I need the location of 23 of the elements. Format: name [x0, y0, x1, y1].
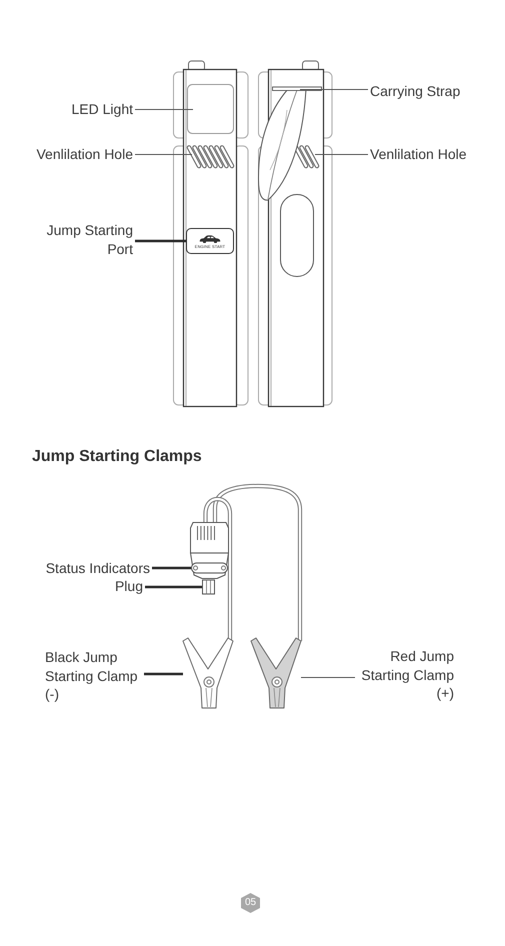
- callout-label: Plug: [114, 577, 143, 595]
- page-number: 05: [241, 893, 260, 913]
- leader-line: [135, 240, 187, 242]
- alligator-clamp: [182, 636, 234, 709]
- leader-line: [134, 154, 192, 155]
- leader-line: [144, 672, 183, 676]
- leader-line: [145, 586, 202, 588]
- leader-line: [314, 154, 368, 155]
- callout-label: Venlilation Hole: [370, 145, 467, 163]
- leader-line: [300, 677, 356, 678]
- alligator-clamp: [250, 636, 302, 709]
- leader-line: [152, 566, 191, 570]
- callout-label: LED Light: [72, 100, 133, 118]
- callout-label: Venlilation Hole: [36, 145, 133, 163]
- callout-label: Carrying Strap: [370, 82, 460, 100]
- port-button: [186, 228, 234, 254]
- callout-label: Red Jump Starting Clamp (+): [357, 647, 454, 702]
- callout-label: Jump Starting Port: [45, 221, 133, 259]
- callout-label: Status Indicators: [46, 559, 150, 577]
- leader-line: [134, 109, 194, 110]
- section-heading: Jump Starting Clamps: [32, 447, 202, 467]
- leader-line: [300, 89, 368, 90]
- callout-label: Black Jump Starting Clamp (-): [45, 648, 142, 704]
